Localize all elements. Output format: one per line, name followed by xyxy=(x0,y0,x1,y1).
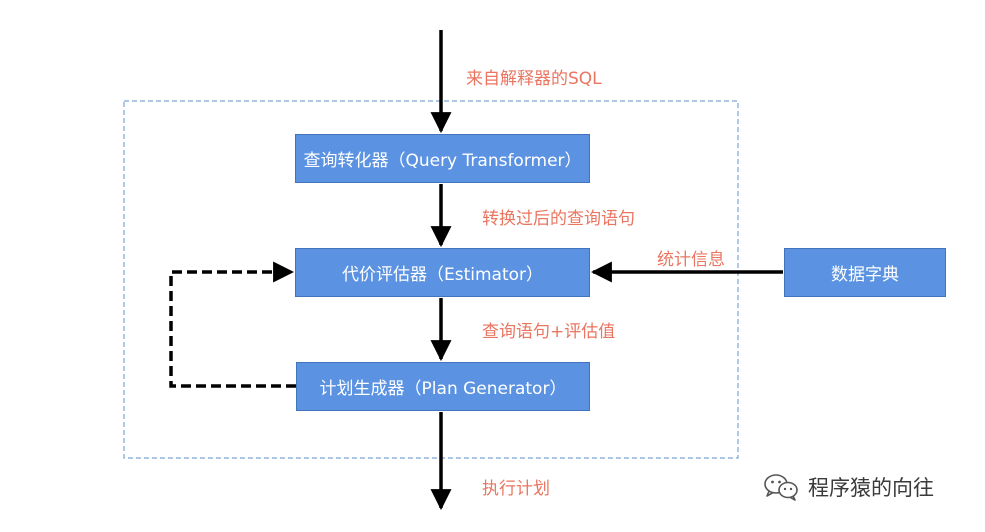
wechat-icon xyxy=(764,474,798,501)
estimator-node: 代价评估器（Estimator） xyxy=(295,248,590,297)
statistics-label: 统计信息 xyxy=(657,250,725,270)
watermark: 程序猿的向往 xyxy=(762,472,934,502)
query-transformer-node: 查询转化器（Query Transformer） xyxy=(295,134,590,183)
query-transformer-label: 查询转化器（Query Transformer） xyxy=(303,151,582,171)
watermark-text: 程序猿的向往 xyxy=(808,476,934,500)
transformed-query-label: 转换过后的查询语句 xyxy=(482,209,635,229)
plan-generator-node: 计划生成器（Plan Generator） xyxy=(296,362,590,411)
plan-generator-label: 计划生成器（Plan Generator） xyxy=(319,379,567,399)
data-dictionary-label: 数据字典 xyxy=(831,265,899,285)
query-estimate-label: 查询语句+评估值 xyxy=(482,322,616,342)
estimator-label: 代价评估器（Estimator） xyxy=(341,265,544,285)
execution-plan-label: 执行计划 xyxy=(482,479,550,499)
sql-input-label: 来自解释器的SQL xyxy=(466,69,602,89)
optimizer-container xyxy=(123,100,739,459)
data-dictionary-node: 数据字典 xyxy=(784,248,946,297)
arrow-feedback-loop xyxy=(169,261,296,388)
